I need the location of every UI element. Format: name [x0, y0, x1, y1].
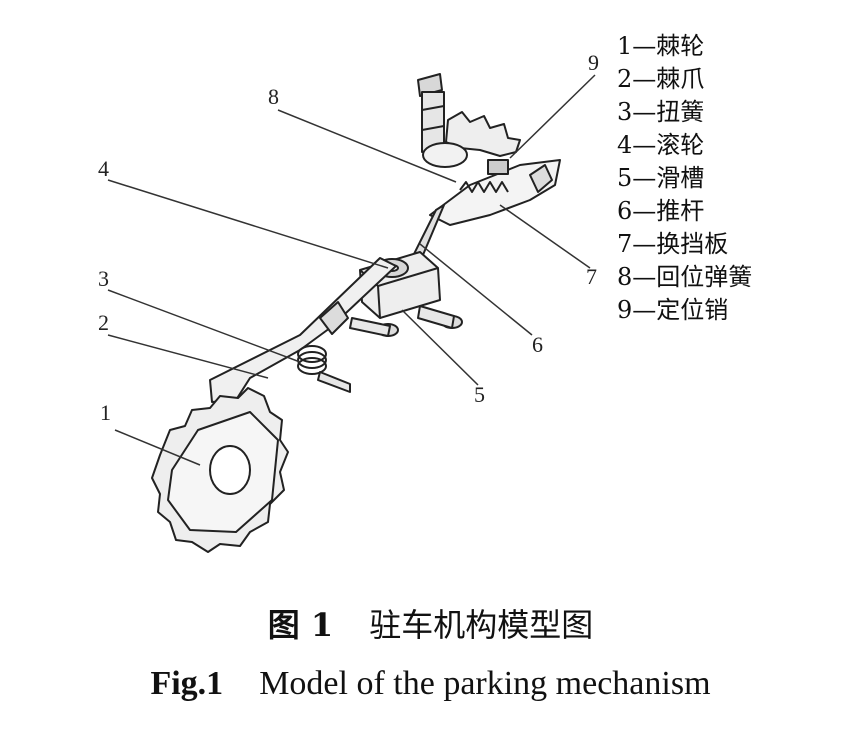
return-spring	[459, 159, 509, 193]
positioning-pin-shaft	[417, 73, 445, 153]
shift-plate	[429, 159, 561, 226]
ratchet-wheel	[151, 387, 289, 553]
callout-numbers: 1 2 3 4 5 6 7 8 9	[98, 50, 599, 425]
figure-number-en: Fig.1	[150, 665, 224, 702]
legend-item-push-rod: 6—推杆	[617, 197, 705, 225]
parts-legend: 1—棘轮 2—棘爪 3—扭簧 4—滚轮 5—滑槽 6—推杆 7—换挡板 8—回位…	[617, 30, 857, 327]
legend-item-return-spring: 8—回位弹簧	[617, 263, 753, 291]
upper-partial-gear	[422, 111, 521, 168]
figure-number-cn: 图 1	[267, 606, 334, 644]
figure-caption-chinese: 图 1 驻车机构模型图	[0, 600, 861, 646]
figure-caption-english: Fig.1 Model of the parking mechanism	[0, 665, 861, 703]
callout-1: 1	[100, 400, 111, 425]
legend-item-positioning-pin: 9—定位销	[617, 296, 729, 324]
legend-item-ratchet-wheel: 1—棘轮	[617, 32, 705, 60]
callout-5: 5	[474, 382, 485, 407]
callout-9: 9	[588, 50, 599, 75]
legend-item-torsion-spring: 3—扭簧	[617, 98, 705, 126]
parking-mechanism-drawing: 1 2 3 4 5 6 7 8 9	[98, 50, 599, 553]
callout-7: 7	[586, 264, 597, 289]
torsion-spring	[297, 345, 351, 393]
callout-6: 6	[532, 332, 543, 357]
figure-title-cn: 驻车机构模型图	[369, 606, 594, 644]
leader-lines	[107, 74, 596, 466]
callout-4: 4	[98, 156, 109, 181]
legend-item-roller: 4—滚轮	[617, 131, 705, 159]
callout-2: 2	[98, 310, 109, 335]
callout-8: 8	[268, 84, 279, 109]
figure-title-en: Model of the parking mechanism	[259, 665, 711, 702]
callout-3: 3	[98, 266, 109, 291]
legend-item-slide-groove: 5—滑槽	[617, 164, 705, 192]
legend-item-pawl: 2—棘爪	[617, 65, 705, 93]
legend-item-shift-plate: 7—换挡板	[617, 230, 729, 258]
